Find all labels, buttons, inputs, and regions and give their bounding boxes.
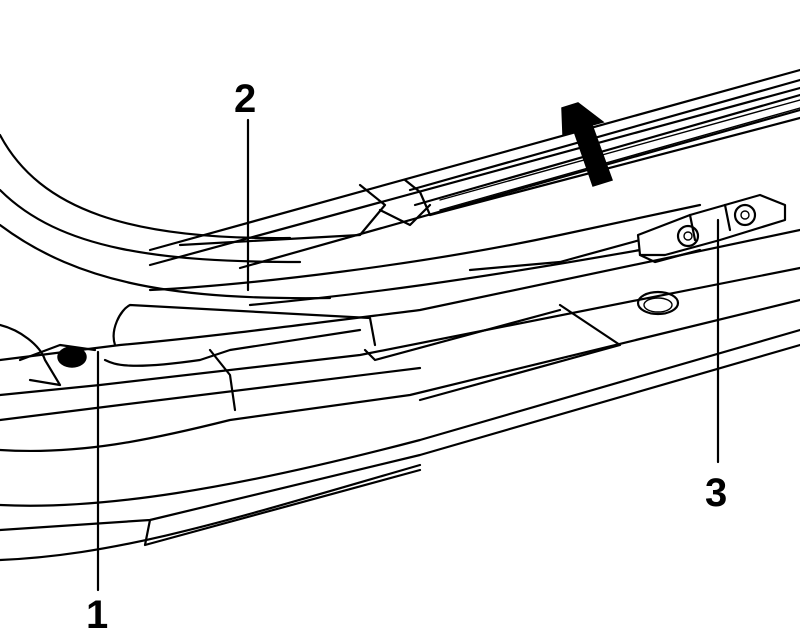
direction-arrow-icon (561, 102, 613, 187)
guide-rail (148, 183, 702, 307)
mounting-hole (636, 290, 680, 316)
upper-frame (0, 133, 332, 300)
callout-3: 3 (705, 471, 727, 515)
front-bracket (0, 303, 562, 412)
callout-2: 2 (234, 77, 256, 121)
mounting-hole-inner (643, 297, 673, 313)
rear-fastener-block (636, 193, 787, 264)
callout-1: 1 (86, 593, 108, 637)
fastener-1-screw (57, 346, 87, 368)
lower-tray (0, 228, 800, 562)
roof-rail (148, 68, 800, 270)
